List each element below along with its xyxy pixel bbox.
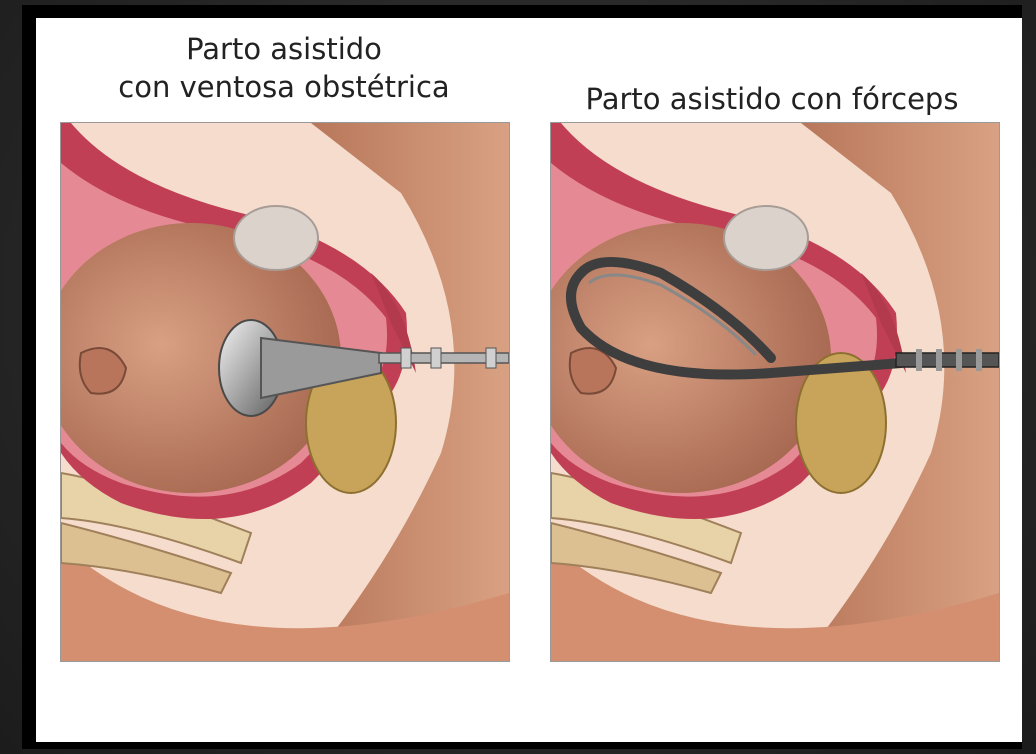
forceps-illustration-panel	[550, 122, 1000, 662]
forceps-illustration	[551, 123, 999, 661]
left-panel-title: Parto asistido con ventosa obstétrica	[60, 30, 508, 106]
bladder	[234, 206, 318, 270]
vacuum-illustration	[61, 123, 509, 661]
right-panel-title: Parto asistido con fórceps	[548, 80, 996, 118]
vacuum-illustration-panel	[60, 122, 510, 662]
left-title-line2: con ventosa obstétrica	[60, 68, 508, 106]
bladder-right	[724, 206, 808, 270]
left-title-line1: Parto asistido	[60, 30, 508, 68]
